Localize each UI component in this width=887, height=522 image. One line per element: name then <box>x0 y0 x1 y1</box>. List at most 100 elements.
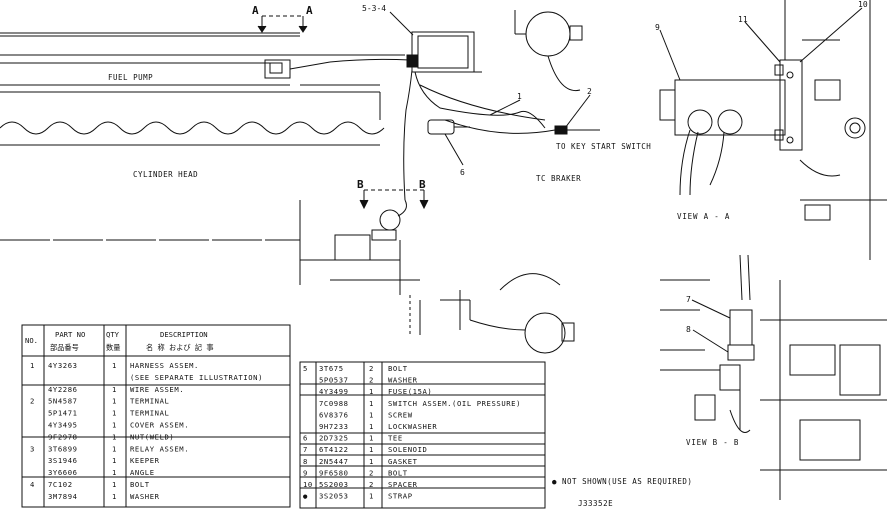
row-qty: 1 <box>112 492 117 501</box>
section-a-left-label: A <box>252 4 259 17</box>
row-description: TERMINAL <box>130 397 169 406</box>
row-no: 8 <box>303 457 308 466</box>
header-description: DESCRIPTION <box>160 330 208 339</box>
row-no: 10 <box>303 480 313 489</box>
row-part-no: 4Y3499 <box>319 387 349 396</box>
not-shown-note: ● NOT SHOWN(USE AS REQUIRED) <box>552 477 692 486</box>
row-description: RELAY ASSEM. <box>130 444 189 453</box>
row-qty: 1 <box>112 397 117 406</box>
oil-pressure-switch <box>427 119 470 135</box>
row-qty: 1 <box>369 492 374 501</box>
wire-harness <box>329 58 600 217</box>
row-qty: 1 <box>369 445 374 454</box>
row-qty: 1 <box>369 410 374 419</box>
callout-10: 10 <box>858 0 868 9</box>
row-no: 3 <box>30 444 35 453</box>
row-no: 4 <box>30 480 35 489</box>
section-b-marker <box>359 189 429 210</box>
row-description: GASKET <box>388 457 418 466</box>
row-part-no: 4Y3495 <box>48 421 78 430</box>
drawing-number: J33352E <box>578 499 613 508</box>
row-description: (SEE SEPARATE ILLUSTRATION) <box>130 373 263 382</box>
row-qty: 1 <box>112 444 117 453</box>
row-qty: 2 <box>369 480 374 489</box>
row-qty: 1 <box>369 422 374 431</box>
row-part-no: 7C0988 <box>319 399 349 408</box>
row-qty: 1 <box>112 468 117 477</box>
header-part-no: PART NO <box>55 330 85 339</box>
row-qty: 1 <box>112 409 117 418</box>
row-part-no: 3T6899 <box>48 444 78 453</box>
row-no: ● <box>303 492 308 501</box>
row-description: SPACER <box>388 480 418 489</box>
row-qty: 1 <box>369 434 374 443</box>
row-description: TERMINAL <box>130 409 169 418</box>
parts-table-grid <box>21 324 546 509</box>
row-description: WASHER <box>130 492 160 501</box>
header-qty-jp: 数量 <box>106 343 120 352</box>
row-qty: 1 <box>369 399 374 408</box>
view-a-label: VIEW A - A <box>677 212 730 221</box>
row-qty: 1 <box>369 387 374 396</box>
row-description: BOLT <box>130 480 150 489</box>
row-part-no: 4Y2286 <box>48 385 78 394</box>
lower-mechanism <box>300 209 575 354</box>
callout-6: 6 <box>460 168 465 177</box>
callout-9: 9 <box>655 23 660 32</box>
row-part-no: 2D7325 <box>319 434 349 443</box>
row-description: LOCKWASHER <box>388 422 437 431</box>
row-description: WIRE ASSEM. <box>130 385 184 394</box>
callout-1: 1 <box>517 92 522 101</box>
row-part-no: 9F6580 <box>319 468 349 477</box>
row-part-no: 7C102 <box>48 480 73 489</box>
connector-2 <box>554 125 600 135</box>
view-b-b <box>660 254 887 500</box>
view-b-label: VIEW B - B <box>686 438 739 447</box>
row-qty: 1 <box>112 385 117 394</box>
braker-label: TC BRAKER <box>536 174 581 183</box>
row-part-no: 3M7894 <box>48 492 78 501</box>
callout-8: 8 <box>686 325 691 334</box>
row-no: 6 <box>303 434 308 443</box>
row-qty: 1 <box>369 457 374 466</box>
row-part-no: 6V8376 <box>319 410 349 419</box>
row-part-no: 3S1946 <box>48 456 78 465</box>
row-description: SCREW <box>388 410 413 419</box>
row-description: KEEPER <box>130 456 160 465</box>
row-qty: 1 <box>112 432 117 441</box>
engine-outline <box>0 32 405 285</box>
row-part-no: 9F2978 <box>48 432 78 441</box>
row-qty: 2 <box>369 468 374 477</box>
row-part-no: 3T675 <box>319 364 344 373</box>
row-qty: 1 <box>112 361 117 370</box>
row-part-no: 2N5447 <box>319 457 349 466</box>
callout-5-3-4: 5-3-4 <box>362 4 386 13</box>
row-description: STRAP <box>388 492 413 501</box>
row-description: TEE <box>388 434 403 443</box>
row-description: SWITCH ASSEM.(OIL PRESSURE) <box>388 399 521 408</box>
row-description: HARNESS ASSEM. <box>130 361 199 370</box>
row-description: ANGLE <box>130 468 155 477</box>
callout-7: 7 <box>686 295 691 304</box>
header-part-no-jp: 部品番号 <box>50 343 79 352</box>
row-part-no: 3S2053 <box>319 492 349 501</box>
leader-lines <box>389 7 863 353</box>
row-part-no: 5P1471 <box>48 409 78 418</box>
row-part-no: 5P0537 <box>319 376 349 385</box>
row-description: NUT(WELD) <box>130 432 174 441</box>
fuel-pump-label: FUEL PUMP <box>108 73 153 82</box>
section-b-right-label: B <box>419 178 426 191</box>
row-part-no: 3Y6606 <box>48 468 78 477</box>
row-qty: 2 <box>369 364 374 373</box>
header-no: NO. <box>25 336 38 345</box>
cylinder-head-label: CYLINDER HEAD <box>133 170 198 179</box>
row-description: SOLENOID <box>388 445 427 454</box>
row-part-no: 5N4587 <box>48 397 78 406</box>
section-a-marker <box>257 15 308 33</box>
row-description: COVER ASSEM. <box>130 421 189 430</box>
row-description: BOLT <box>388 468 408 477</box>
row-qty: 1 <box>112 480 117 489</box>
